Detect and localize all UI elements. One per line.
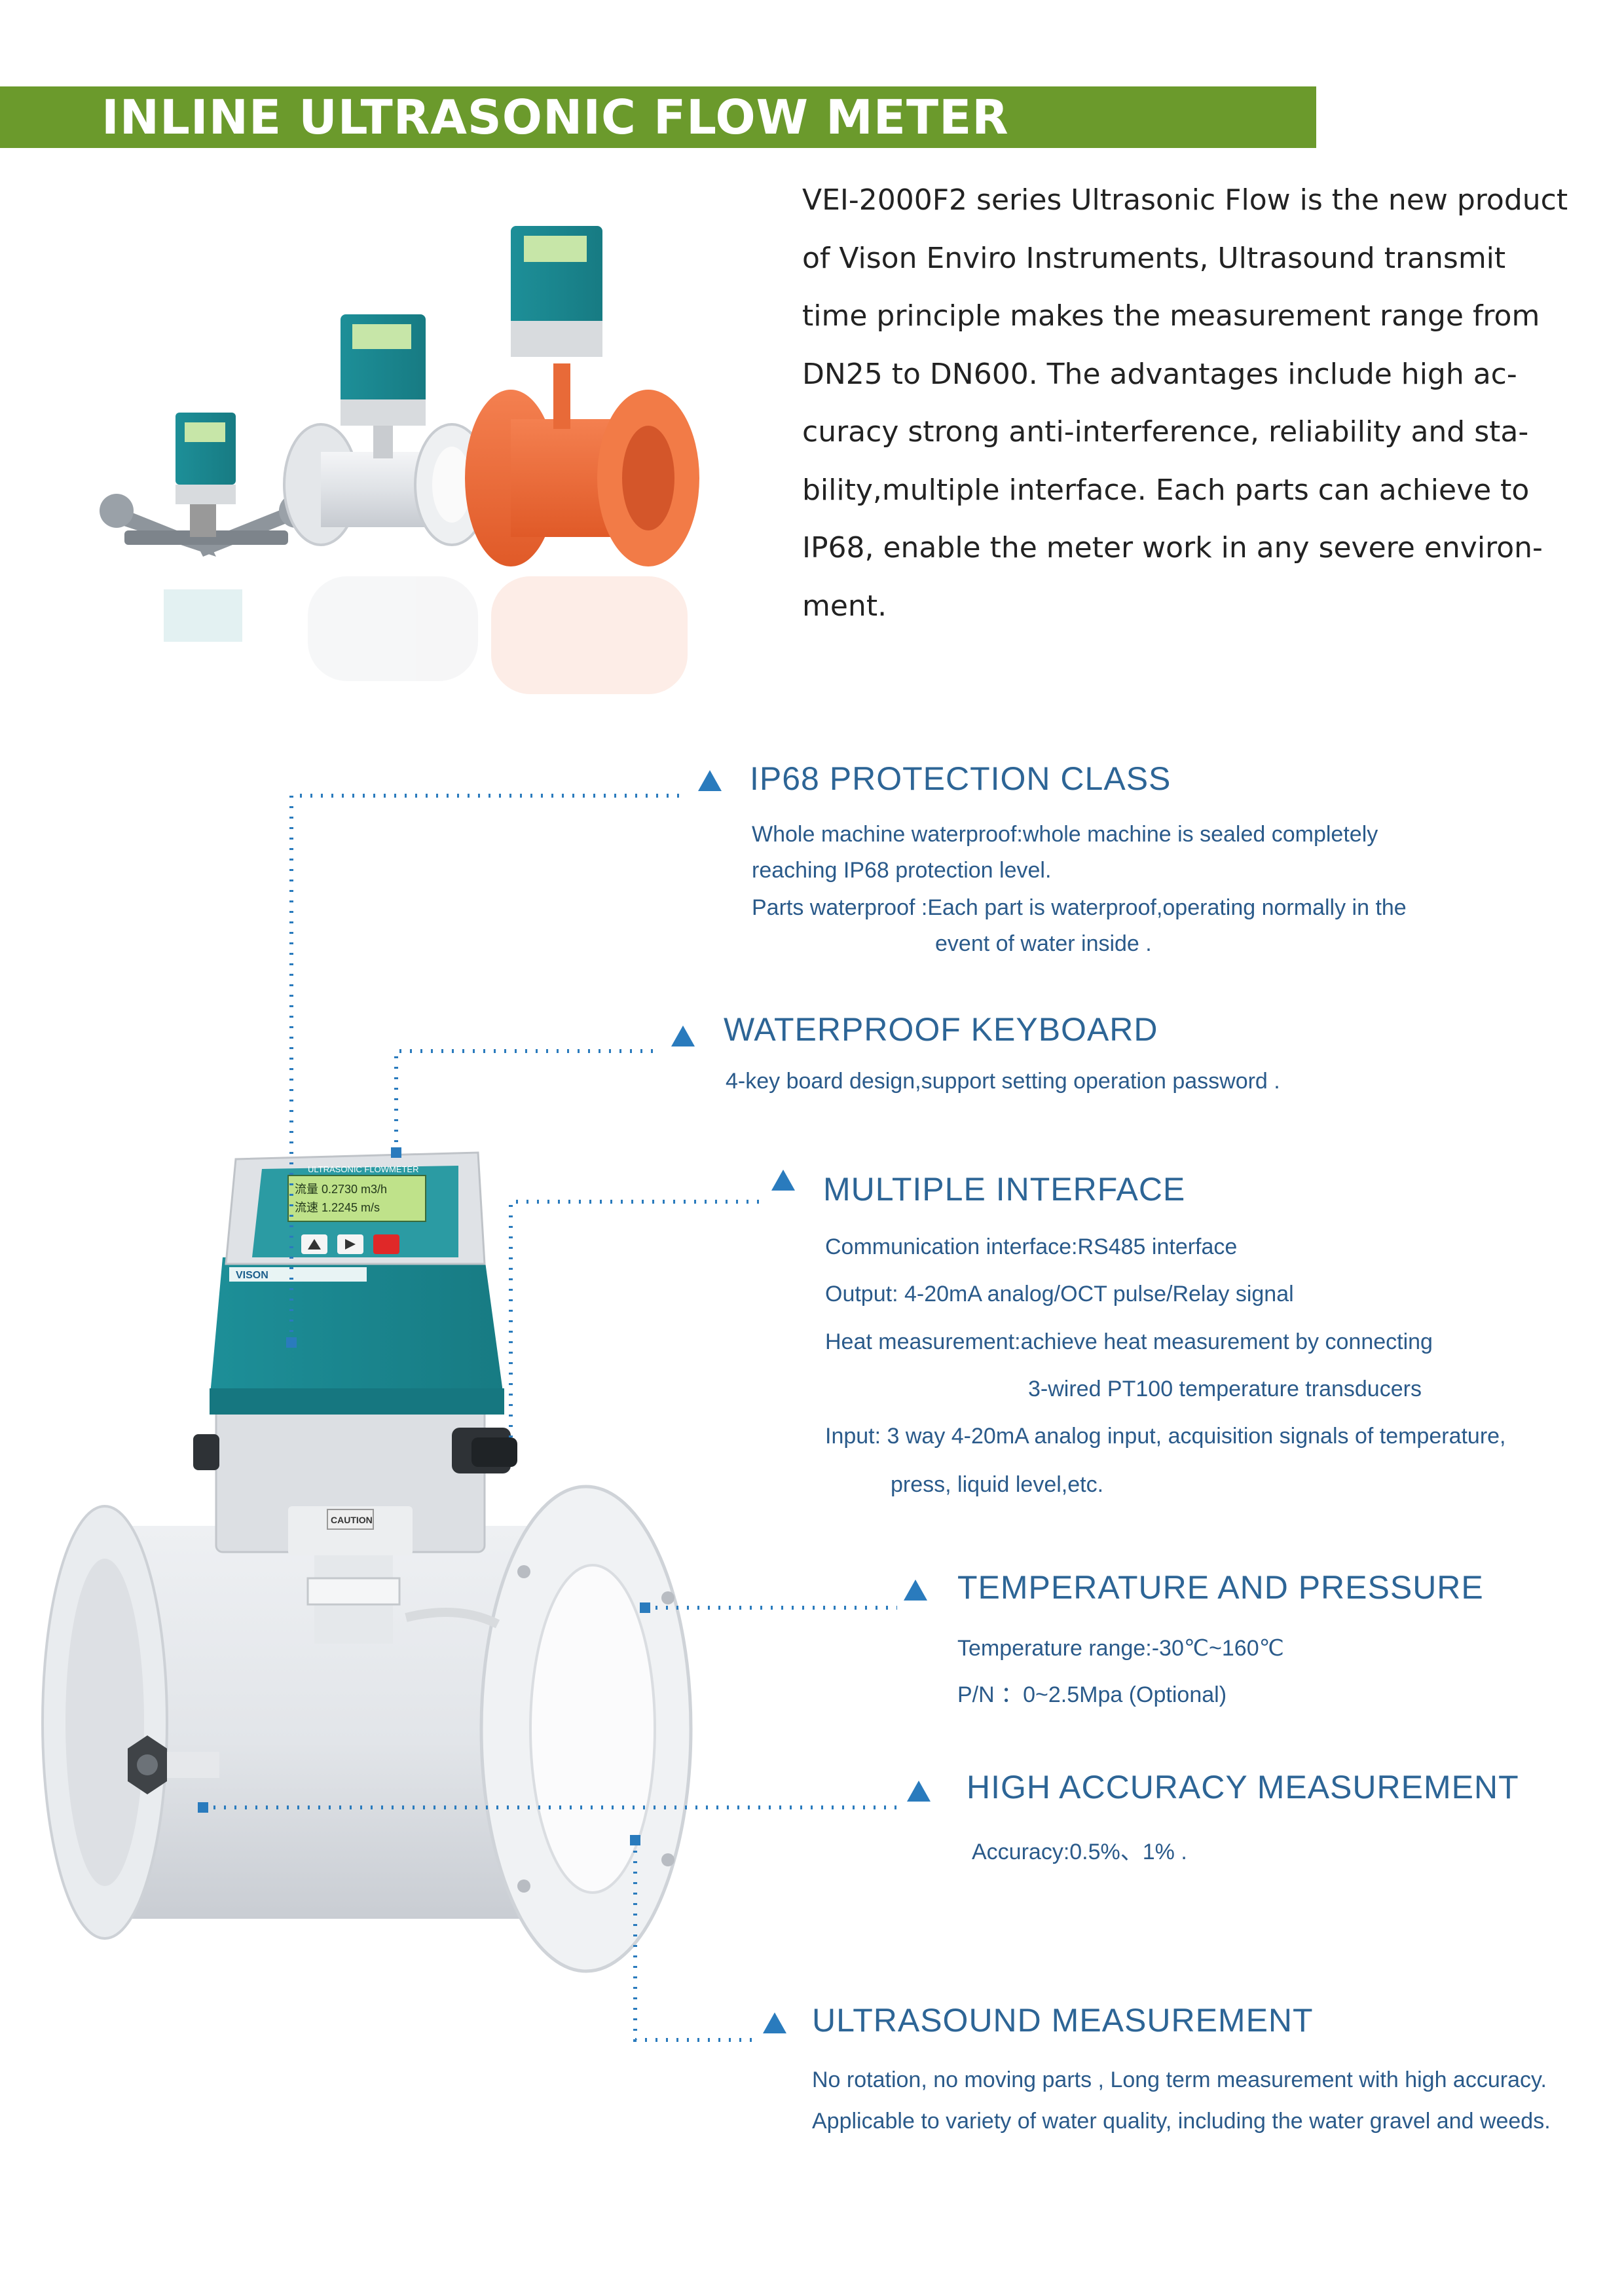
flow-meter-illustration	[41, 1151, 693, 1973]
intro-line: of Vison Enviro Instruments, Ultrasound …	[802, 241, 1506, 275]
triangle-marker-icon	[698, 770, 722, 791]
feature-title-interface: MULTIPLE INTERFACE	[823, 1171, 1186, 1208]
intro-line: DN25 to DN600. The advantages include hi…	[802, 357, 1517, 391]
intro-line: time principle makes the measurement ran…	[802, 299, 1540, 333]
feature-line: Parts waterproof :Each part is waterproo…	[752, 895, 1407, 920]
feature-line: 4-key board design,support setting opera…	[726, 1069, 1280, 1094]
feature-line: P/N ：0~2.5Mpa (Optional)	[957, 1682, 1227, 1707]
feature-line: Accuracy:0.5%、1% .	[972, 1840, 1187, 1864]
header-bar	[0, 86, 1316, 148]
intro-line: IP68, enable the meter work in any sever…	[802, 531, 1543, 565]
intro-line: VEI-2000F2 series Ultrasonic Flow is the…	[802, 183, 1568, 217]
feature-line: reaching IP68 protection level.	[752, 858, 1052, 883]
meter-brand: VISON	[236, 1270, 268, 1281]
feature-line: Temperature range:-30℃~160℃	[957, 1636, 1284, 1661]
page-title: INLINE ULTRASONIC FLOW METER	[101, 90, 1009, 145]
callout-dots	[198, 1147, 650, 1845]
meter-display-title: ULTRASONIC FLOWMETER	[308, 1164, 419, 1174]
triangle-marker-icon	[771, 1170, 795, 1191]
intro-line: curacy strong anti-interference, reliabi…	[802, 415, 1529, 449]
feature-line: No rotation, no moving parts , Long term…	[812, 2067, 1547, 2092]
triangle-marker-icon	[763, 2012, 786, 2033]
triangle-marker-icon	[904, 1580, 927, 1601]
feature-line: press, liquid level,etc.	[891, 1472, 1104, 1497]
feature-line: Heat measurement:achieve heat measuremen…	[825, 1329, 1433, 1354]
intro-line: ment.	[802, 589, 887, 623]
medium-meter-icon	[283, 314, 490, 546]
feature-line: Input: 3 way 4-20mA analog input, acquis…	[825, 1424, 1506, 1449]
meter-display-line2: 流速 1.2245 m/s	[295, 1201, 380, 1214]
feature-title-keyboard: WATERPROOF KEYBOARD	[724, 1011, 1158, 1048]
small-meter-icon	[100, 413, 313, 557]
feature-line: Whole machine waterproof:whole machine i…	[752, 822, 1378, 847]
large-meter-icon	[465, 226, 699, 566]
feature-title-ultrasound: ULTRASOUND MEASUREMENT	[812, 2002, 1314, 2039]
feature-line: Applicable to variety of water quality, …	[812, 2109, 1551, 2134]
feature-line: event of water inside .	[935, 931, 1152, 956]
intro-paragraph: VEI-2000F2 series Ultrasonic Flow is the…	[802, 172, 1572, 635]
meter-display-line1: 流量 0.2730 m3/h	[295, 1183, 387, 1196]
feature-title-ip68: IP68 PROTECTION CLASS	[750, 760, 1172, 797]
callout-lines	[203, 794, 897, 2042]
feature-line: 3-wired PT100 temperature transducers	[1028, 1377, 1422, 1401]
intro-line: bility,multiple interface. Each parts ca…	[802, 473, 1530, 507]
feature-title-temperature: TEMPERATURE AND PRESSURE	[957, 1569, 1484, 1606]
triangle-marker-icon	[907, 1781, 931, 1802]
feature-title-accuracy: HIGH ACCURACY MEASUREMENT	[967, 1769, 1519, 1805]
triangle-marker-icon	[671, 1026, 695, 1046]
caution-label: CAUTION	[331, 1515, 373, 1525]
feature-line: Output: 4-20mA analog/OCT pulse/Relay si…	[825, 1282, 1294, 1306]
feature-line: Communication interface:RS485 interface	[825, 1234, 1238, 1259]
